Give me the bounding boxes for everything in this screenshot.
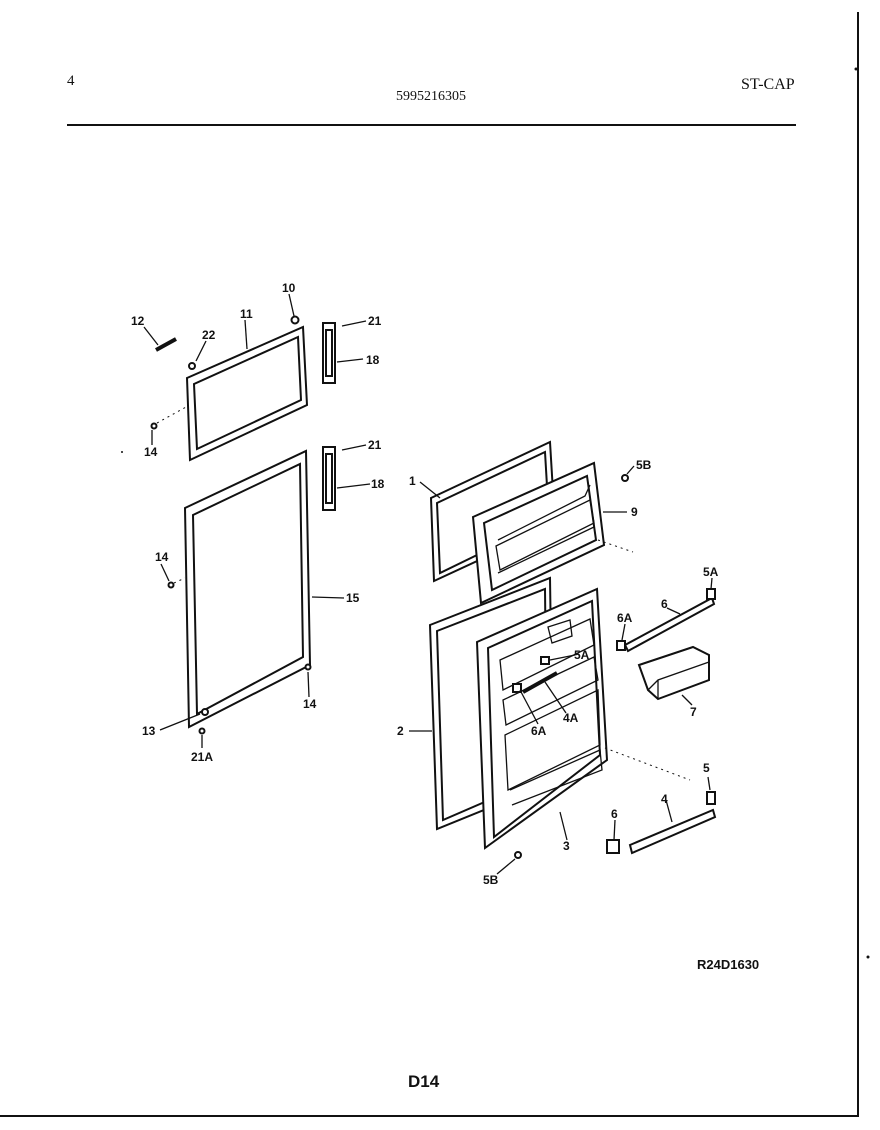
part-fresh-food-door [475,587,609,850]
leader-lines [143,293,713,875]
callout-7: 7 [690,705,697,719]
part-hinge-13 [201,708,209,716]
part-screw-22 [188,362,196,370]
callout-6a: 6A [617,611,633,625]
part-handle-end-12 [155,337,177,352]
page-number: 4 [67,73,75,89]
part-freezer-door [471,461,606,605]
part-clip-5a [540,656,550,665]
scan-speck [854,67,858,71]
part-freezer-gasket [185,325,309,462]
part-screw-14 [150,422,158,430]
part-bar-4a [522,671,558,694]
scan-edge-bottom [0,1115,859,1117]
part-shelf-bar-6 [616,588,716,653]
callout-6a-b: 6A [531,724,547,738]
callout-14b: 14 [155,550,169,564]
part-screw-21a [198,727,206,735]
header-rule [67,124,796,126]
callout-18b: 18 [371,477,385,491]
part-shelf-bar-4 [606,791,717,855]
part-screw-14c [304,663,312,671]
callout-22: 22 [202,328,216,342]
callout-5a-b: 5A [574,648,590,662]
callout-21b: 21 [368,438,382,452]
callout-5b-b: 5B [483,873,499,887]
callout-15: 15 [346,591,360,605]
part-clip-6a [512,683,522,693]
scan-speck [121,451,123,453]
callout-1: 1 [409,474,416,488]
callout-6b: 6 [611,807,618,821]
callout-9: 9 [631,505,638,519]
callout-13: 13 [142,724,156,738]
callout-3: 3 [563,839,570,853]
callout-5: 5 [703,761,710,775]
callout-5b: 5B [636,458,652,472]
drawing-id: R24D1630 [697,957,760,972]
part-handle-upper [322,322,336,384]
callout-11: 11 [240,307,253,321]
callout-14c: 14 [303,697,317,711]
model-code: ST-CAP [741,76,795,93]
document-number: 5995216305 [396,89,466,104]
callout-14: 14 [144,445,158,459]
callout-2: 2 [397,724,404,738]
callout-labels: 10 11 12 22 21 18 14 21 18 14 15 14 13 2… [131,281,719,887]
callout-5a: 5A [703,565,719,579]
callout-4a: 4A [563,711,579,725]
scan-edge-right [857,12,859,1117]
part-handle-lower [322,446,336,511]
part-screw-10 [290,315,300,325]
callout-21: 21 [368,314,382,328]
page-code: D14 [408,1072,440,1091]
scan-speck [866,955,870,959]
callout-21a: 21A [191,750,213,764]
callout-12: 12 [131,314,145,328]
callout-18: 18 [366,353,380,367]
part-fresh-food-gasket [183,449,312,729]
part-screw-14b [167,581,175,589]
part-screw-5b-lower [514,851,522,859]
callout-6: 6 [661,597,668,611]
callout-4: 4 [661,792,668,806]
callout-10: 10 [282,281,296,295]
part-screw-5b [621,474,629,482]
part-bin-7 [637,645,710,701]
